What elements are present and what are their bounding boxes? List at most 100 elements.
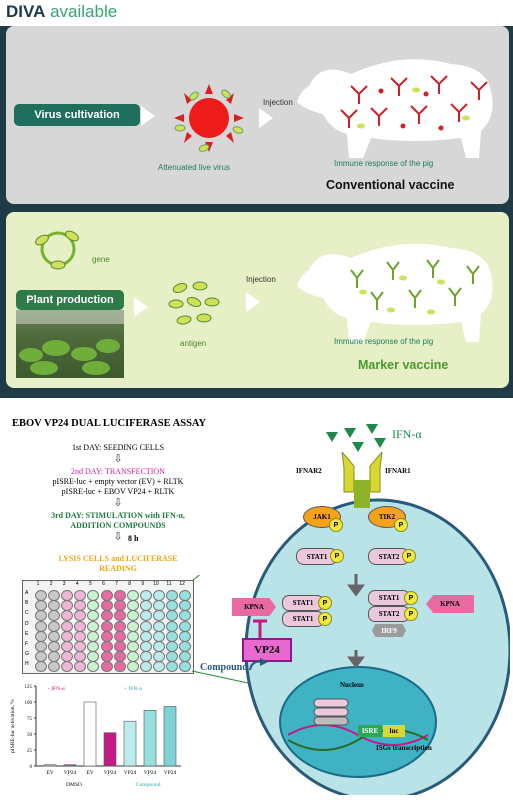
kpna-right-label: KPNA [440, 600, 460, 608]
y-tick-label: 0 [30, 765, 33, 770]
isre-label: ISRE [361, 727, 379, 735]
vp24-node: VP24 [242, 638, 292, 662]
ifn-molecules-icon [326, 424, 386, 452]
plate-well [113, 620, 126, 632]
down-arrow-icon: ⇩ [113, 452, 123, 465]
diva-title-bold: DIVA [6, 2, 46, 21]
plate-well [139, 661, 152, 673]
compound-label: Compound [200, 662, 248, 673]
plate-well [113, 610, 126, 622]
plate-well [61, 661, 74, 673]
plate-col-label: 1 [36, 581, 40, 587]
plate-well [126, 620, 139, 632]
plate-row-label: A [25, 590, 29, 596]
plate-row-label: B [25, 600, 29, 607]
stat1-node: STAT1 [296, 548, 338, 565]
stat1-dimer-a: STAT1 [282, 595, 324, 611]
plate-well [166, 610, 178, 622]
group-label-compound: Compound [136, 782, 161, 788]
injection-label: Injection [263, 98, 293, 107]
phospho-badge: P [329, 518, 343, 532]
day3-line2: ADDITION COMPOUNDS [70, 521, 166, 530]
plate-well [100, 661, 113, 673]
phospho-badge: P [402, 549, 416, 563]
plate-row-label: F [25, 641, 29, 647]
plate-well [126, 661, 139, 673]
plate-well [100, 620, 113, 632]
down-arrow-icon: ⇩ [113, 496, 123, 509]
down-arrow-icon: ⇩ [113, 530, 123, 543]
hours-label: 8 h [128, 534, 139, 543]
antigen-cluster-icon [168, 281, 220, 325]
bar [123, 720, 137, 767]
day2-line1: pISRE-luc + empty vector (EV) + RLTK [52, 477, 184, 486]
chevron-right-icon [246, 292, 260, 312]
plate-well [152, 661, 165, 673]
antigen-caption: antigen [180, 339, 207, 348]
x-tick-label: VP24 [124, 770, 137, 776]
plant-photo [16, 310, 124, 378]
jak1-label: JAK1 [313, 513, 331, 521]
plate-well [139, 610, 152, 622]
kpna-right: KPNA [426, 595, 474, 613]
x-tick-label: VP24 [104, 770, 117, 776]
group-label-dmso: DMSO [66, 782, 82, 788]
x-tick-label: VP24 [64, 770, 77, 776]
bar [163, 706, 177, 767]
luc-label: luc [389, 727, 399, 735]
plate-well [152, 620, 165, 632]
bar [63, 764, 77, 767]
virus-cultivation-label: Virus cultivation [34, 109, 120, 121]
plate-row-label: D [25, 620, 29, 627]
diva-header-bar [0, 0, 513, 26]
day2-line2: pISRE-luc + EBOV VP24 + RLTK [61, 487, 175, 496]
ifnar2-label: IFNAR2 [296, 467, 322, 475]
receptor-icon [341, 452, 383, 508]
plate-well [87, 610, 100, 622]
chevron-right-icon [141, 106, 155, 126]
phospho-badge: P [318, 596, 332, 610]
plate-col-label: 2 [49, 581, 53, 587]
gene-plasmid-icon [35, 230, 79, 270]
y-tick-label: 50 [27, 733, 33, 738]
ifn-label: IFN-α [392, 427, 422, 441]
phospho-badge: P [330, 549, 344, 563]
plate-well [87, 661, 100, 673]
stat1-dimer-b-label: STAT1 [292, 615, 314, 623]
plate-well [139, 620, 152, 632]
virus-cultivation-button: Virus cultivation [14, 104, 140, 126]
stat1-label: STAT1 [306, 552, 328, 561]
lysis-line1: LYSIS CELLS and LUCIFERASE [58, 554, 178, 563]
plate-row-label: G [25, 651, 29, 658]
plate-well [35, 610, 47, 622]
y-axis-label: pISRE-luc activation, % [10, 699, 16, 753]
immune-caption: Immune response of the pig [334, 159, 434, 168]
gene-caption: gene [92, 255, 110, 264]
plate-col-label: 4 [75, 581, 79, 587]
plate-col-label: 11 [166, 581, 172, 587]
x-tick-label: VP24 [144, 770, 157, 776]
bar [143, 710, 157, 767]
plate-well [48, 620, 61, 632]
irf9-node: IRF9 [372, 624, 406, 637]
plate-col-label: 12 [179, 581, 185, 587]
plate-well [152, 610, 165, 622]
plate-well [48, 661, 61, 673]
phospho-badge: P [394, 518, 408, 532]
lysis-line2: READING [99, 564, 137, 573]
bar [43, 764, 57, 767]
plate-well [35, 661, 47, 673]
plate-col-label: 8 [128, 581, 132, 587]
stat1-dimer-a-label: STAT1 [292, 599, 314, 607]
bar [83, 701, 97, 767]
day1-step: 1st DAY: SEEDING CELLS [71, 443, 165, 452]
tik2-label: TIK2 [378, 513, 396, 521]
stat-complex-dna-icon [313, 698, 349, 726]
kpna-left-label: KPNA [244, 603, 264, 611]
plate-well [166, 620, 178, 632]
isre-node: ISRE [358, 725, 382, 737]
vp24-label: VP24 [254, 644, 280, 656]
